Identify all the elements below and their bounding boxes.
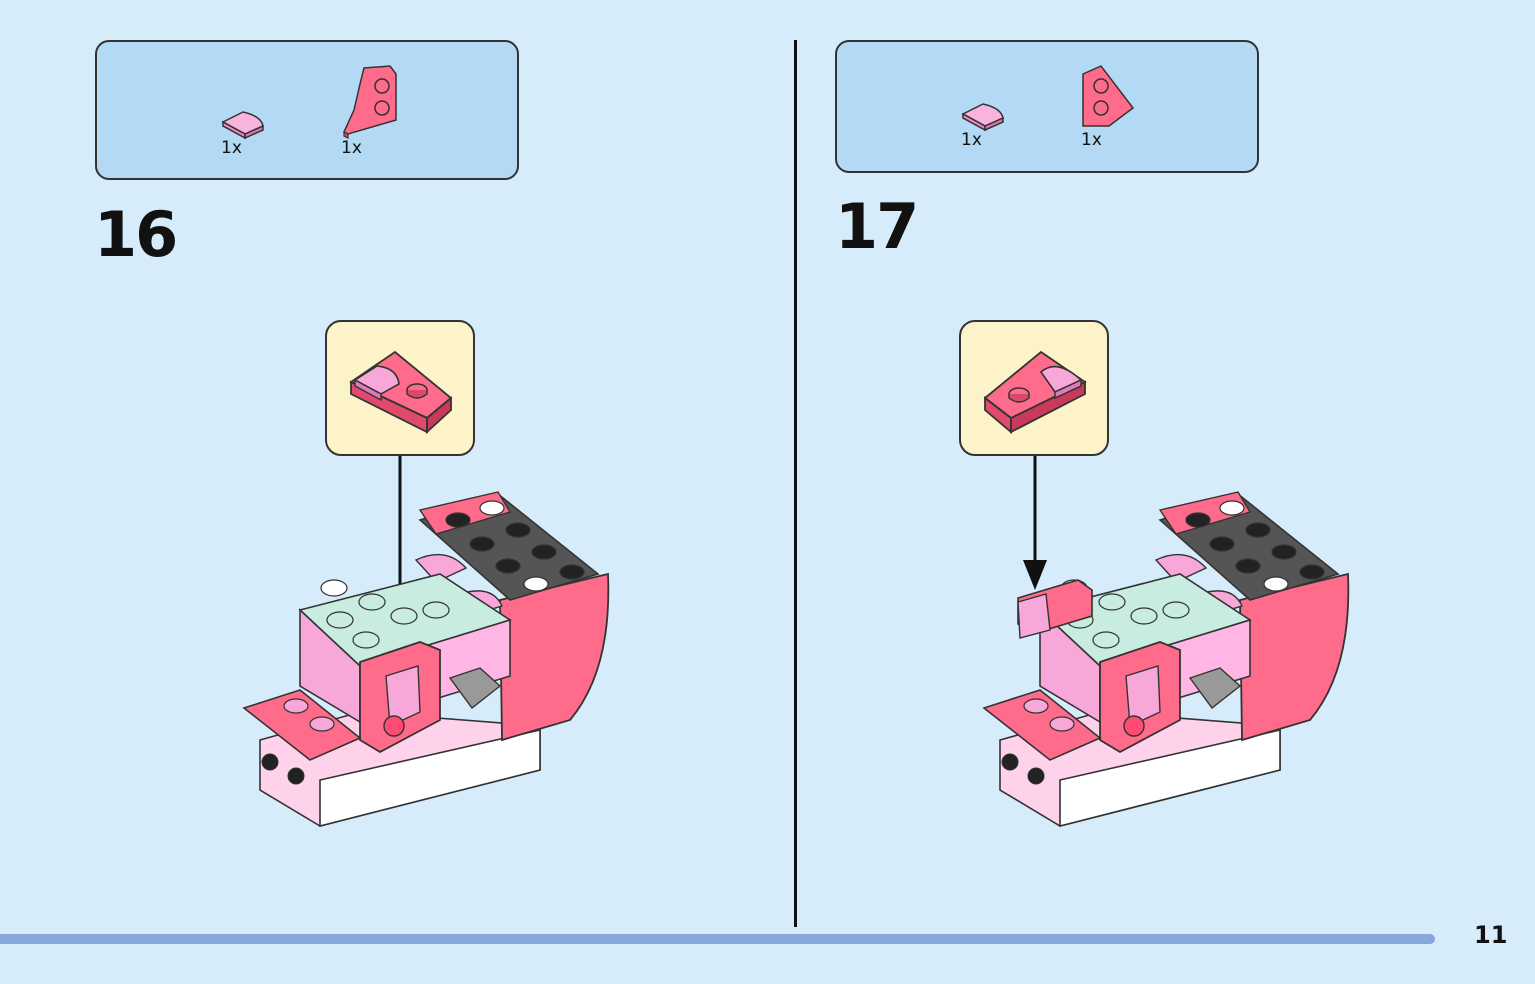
step-number: 17 <box>835 190 919 263</box>
coral-wedge-plate-icon <box>1082 65 1135 127</box>
callout-subassembly <box>325 320 475 456</box>
parts-list-step-17: 1x 1x <box>835 40 1259 173</box>
page-progress-bar <box>0 934 1435 944</box>
callout-subassembly <box>959 320 1109 456</box>
wedge-plate-subassembly-icon <box>349 350 453 435</box>
part-quantity: 1x <box>961 130 982 150</box>
pink-round-tile-icon <box>221 111 264 140</box>
step-divider <box>794 40 797 927</box>
part-quantity: 1x <box>341 138 362 158</box>
placement-arrow <box>1023 456 1047 590</box>
pink-round-tile-icon <box>961 103 1004 132</box>
coral-wedge-plate-icon <box>343 65 397 139</box>
step-number: 16 <box>94 198 178 271</box>
wedge-plate-subassembly-icon <box>983 350 1087 434</box>
parts-list-step-16: 1x 1x <box>95 40 519 180</box>
page-number: 11 <box>1474 921 1508 949</box>
part-quantity: 1x <box>221 138 242 158</box>
model-step-16 <box>242 491 610 828</box>
part-quantity: 1x <box>1081 130 1102 150</box>
model-step-17 <box>982 491 1350 828</box>
